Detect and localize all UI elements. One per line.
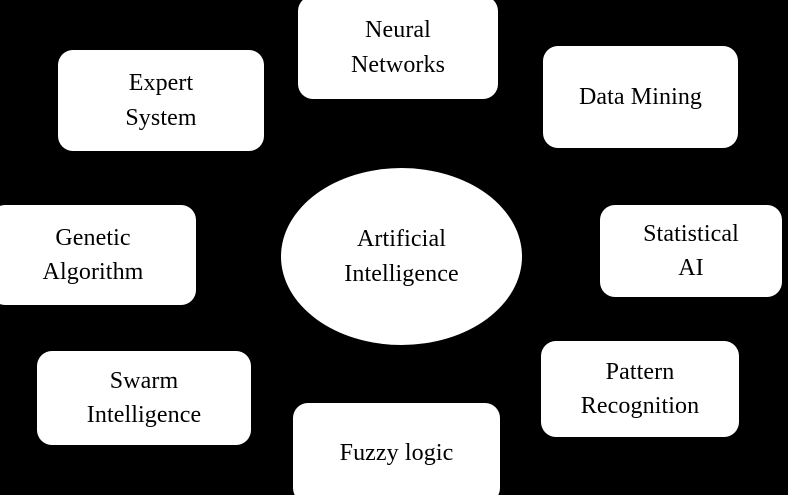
node-label: Swarm Intelligence [86,367,202,428]
node-label: Statistical AI [643,220,739,281]
node-label: Neural Networks [350,17,446,78]
node-label: Artificial Intelligence [344,226,459,287]
node-label: Pattern Recognition [580,358,700,419]
node-fuzzy-logic[interactable]: Fuzzy logic [293,403,500,495]
node-swarm-intelligence[interactable]: Swarm Intelligence [37,351,251,445]
node-data-mining[interactable]: Data Mining [543,46,738,148]
node-neural-networks[interactable]: Neural Networks [298,0,498,99]
node-expert-system[interactable]: Expert System [58,50,264,151]
node-statistical-ai[interactable]: Statistical AI [600,205,782,297]
node-artificial-intelligence[interactable]: Artificial Intelligence [281,168,522,345]
node-label: Genetic Algorithm [42,224,144,285]
node-label: Expert System [125,70,197,131]
node-genetic-algorithm[interactable]: Genetic Algorithm [0,205,196,305]
node-pattern-recognition[interactable]: Pattern Recognition [541,341,739,437]
node-label: Data Mining [578,83,703,110]
node-label: Fuzzy logic [339,439,454,466]
